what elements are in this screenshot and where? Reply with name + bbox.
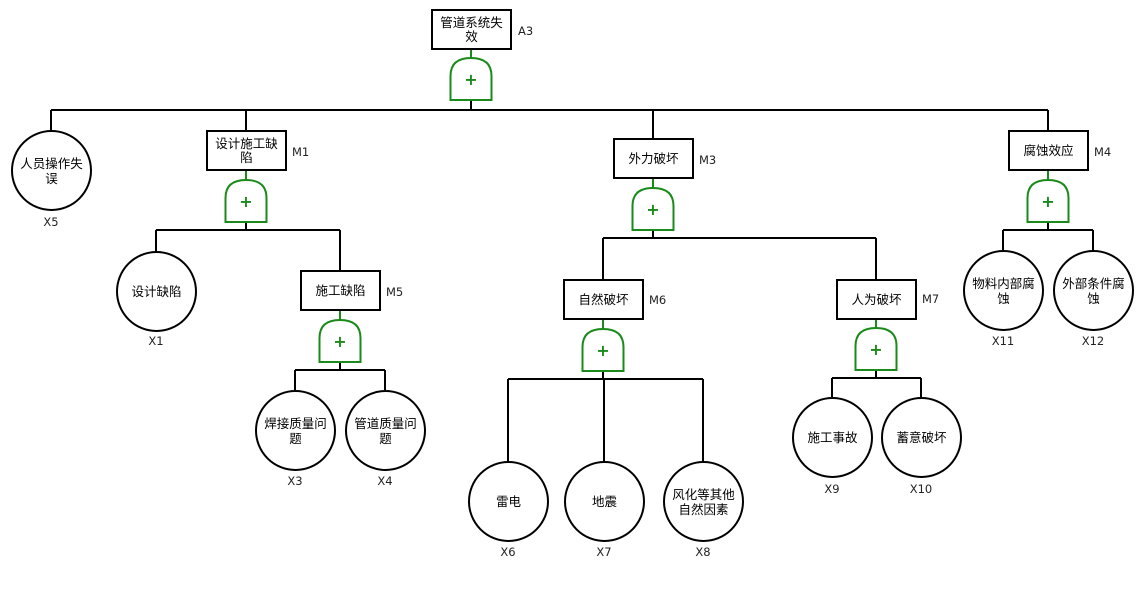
event-id-M5: M5 (386, 285, 404, 299)
event-label: 自然破坏 (578, 291, 629, 307)
event-id-M6: M6 (649, 293, 667, 307)
event-id-M1: M1 (292, 145, 310, 159)
basic-event-X1[interactable]: 设计缺陷 (116, 251, 197, 332)
or-gate-symbol: + (239, 192, 252, 211)
or-gate-icon[interactable]: + (1026, 178, 1070, 223)
or-gate-icon[interactable]: + (224, 178, 268, 223)
event-box-M6[interactable]: 自然破坏 (563, 279, 644, 320)
event-label: 外部条件腐蚀 (1062, 275, 1125, 306)
event-id-X12: X12 (1081, 334, 1105, 348)
event-id-X10: X10 (909, 482, 933, 496)
event-id-M4: M4 (1094, 145, 1112, 159)
event-label: 外力破坏 (628, 150, 679, 166)
event-label: 设计施工缺陷 (215, 135, 278, 165)
or-gate-icon[interactable]: + (631, 186, 675, 231)
event-label: 物料内部腐蚀 (972, 275, 1035, 306)
or-gate-shape (854, 326, 898, 371)
event-box-M1[interactable]: 设计施工缺陷 (206, 130, 287, 171)
basic-event-X5[interactable]: 人员操作失误 (11, 130, 92, 211)
event-box-M5[interactable]: 施工缺陷 (300, 270, 381, 311)
basic-event-X10[interactable]: 蓄意破坏 (881, 397, 962, 478)
event-box-A3[interactable]: 管道系统失效 (431, 9, 512, 50)
event-label: 人员操作失误 (20, 155, 83, 186)
or-gate-shape (224, 178, 268, 223)
event-id-X8: X8 (695, 545, 711, 559)
event-id-X7: X7 (596, 545, 612, 559)
event-label: 蓄意破坏 (896, 430, 947, 445)
event-id-X4: X4 (377, 474, 393, 488)
event-id-M3: M3 (699, 153, 717, 167)
basic-event-X4[interactable]: 管道质量问题 (345, 390, 426, 471)
or-gate-shape (449, 56, 493, 101)
or-gate-symbol: + (596, 341, 609, 360)
basic-event-X12[interactable]: 外部条件腐蚀 (1053, 250, 1134, 331)
or-gate-symbol: + (464, 70, 477, 89)
event-label: 地震 (591, 494, 617, 509)
event-id-M7: M7 (922, 292, 940, 306)
or-gate-icon[interactable]: + (318, 318, 362, 363)
event-id-X6: X6 (500, 545, 516, 559)
event-label: 管道系统失效 (440, 14, 503, 44)
event-label: 施工缺陷 (315, 282, 366, 298)
or-gate-symbol: + (646, 200, 659, 219)
event-id-X3: X3 (287, 474, 303, 488)
event-id-X11: X11 (991, 334, 1015, 348)
or-gate-shape (1026, 178, 1070, 223)
event-id-A3: A3 (518, 24, 534, 38)
or-gate-icon[interactable]: + (581, 327, 625, 372)
or-gate-icon[interactable]: + (854, 326, 898, 371)
event-id-X9: X9 (824, 482, 840, 496)
event-label: 设计缺陷 (131, 284, 182, 299)
or-gate-icon[interactable]: + (449, 56, 493, 101)
basic-event-X11[interactable]: 物料内部腐蚀 (963, 250, 1044, 331)
basic-event-X9[interactable]: 施工事故 (792, 397, 873, 478)
basic-event-X3[interactable]: 焊接质量问题 (255, 390, 336, 471)
event-label: 人为破坏 (851, 291, 902, 307)
or-gate-shape (318, 318, 362, 363)
event-label: 管道质量问题 (354, 415, 417, 446)
basic-event-X8[interactable]: 风化等其他自然因素 (663, 461, 744, 542)
event-label: 焊接质量问题 (264, 415, 327, 446)
event-box-M3[interactable]: 外力破坏 (613, 138, 694, 179)
event-box-M7[interactable]: 人为破坏 (836, 279, 917, 320)
or-gate-symbol: + (333, 332, 346, 351)
or-gate-symbol: + (1041, 192, 1054, 211)
event-id-X1: X1 (148, 334, 164, 348)
or-gate-symbol: + (869, 340, 882, 359)
event-id-X5: X5 (43, 215, 59, 229)
event-label: 施工事故 (807, 430, 858, 445)
event-label: 风化等其他自然因素 (672, 486, 735, 517)
basic-event-X6[interactable]: 雷电 (468, 461, 549, 542)
or-gate-shape (581, 327, 625, 372)
event-label: 雷电 (495, 494, 521, 509)
event-label: 腐蚀效应 (1023, 142, 1074, 158)
basic-event-X7[interactable]: 地震 (564, 461, 645, 542)
event-box-M4[interactable]: 腐蚀效应 (1008, 130, 1089, 171)
or-gate-shape (631, 186, 675, 231)
